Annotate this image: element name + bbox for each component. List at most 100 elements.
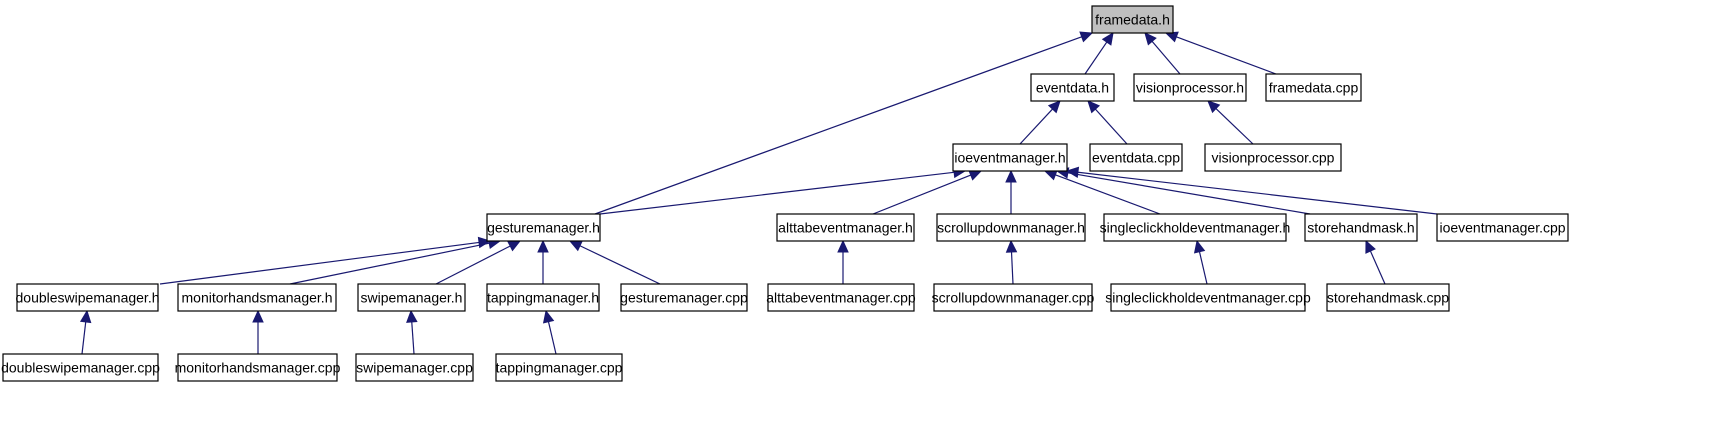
- node-monitorhandsmanager-h[interactable]: monitorhandsmanager.h: [177, 283, 337, 312]
- node-label: scrollupdownmanager.h: [937, 220, 1085, 236]
- node-box: [2, 353, 159, 382]
- node-label: singleclickholdeventmanager.cpp: [1105, 290, 1311, 306]
- node-singleclickholdeventmanager-h[interactable]: singleclickholdeventmanager.h: [1100, 213, 1291, 242]
- arrowhead-icon: [1005, 239, 1018, 253]
- node-box: [1030, 73, 1115, 102]
- node-doubleswipemanager-cpp[interactable]: doubleswipemanager.cpp: [1, 353, 160, 382]
- node-doubleswipemanager-h[interactable]: doubleswipemanager.h: [16, 283, 160, 312]
- edge-tappingmanager-h-to-gesturemanager-h: [537, 239, 549, 284]
- node-gesturemanager-cpp[interactable]: gesturemanager.cpp: [620, 283, 748, 312]
- node-tappingmanager-h[interactable]: tappingmanager.h: [486, 283, 600, 312]
- edge-swipemanager-h-to-gesturemanager-h: [435, 240, 522, 285]
- node-label: scrollupdownmanager.cpp: [932, 290, 1095, 306]
- node-label: visionprocessor.h: [1136, 80, 1244, 96]
- arrowhead-icon: [1065, 166, 1080, 179]
- node-storehandmask-cpp[interactable]: storehandmask.cpp: [1326, 283, 1450, 312]
- node-label: monitorhandsmanager.cpp: [175, 360, 341, 376]
- node-singleclickholdeventmanager-cpp[interactable]: singleclickholdeventmanager.cpp: [1105, 283, 1311, 312]
- node-label: ioeventmanager.cpp: [1439, 220, 1565, 236]
- node-scrollupdownmanager-h[interactable]: scrollupdownmanager.h: [936, 213, 1086, 242]
- node-label: tappingmanager.h: [487, 290, 599, 306]
- edge-line: [1055, 174, 1161, 215]
- node-box: [355, 353, 474, 382]
- edge-line: [599, 171, 955, 215]
- node-label: monitorhandsmanager.h: [182, 290, 333, 306]
- arrowhead-icon: [1193, 239, 1206, 254]
- nodes-layer: framedata.h eventdata.h visionprocessor.h f…: [1, 5, 1569, 382]
- edge-scrollupdownmanager-h-to-ioeventmanager-h: [1005, 169, 1017, 214]
- edge-line: [579, 245, 661, 285]
- node-label: ioeventmanager.h: [954, 150, 1065, 166]
- node-alttabeventmanager-cpp[interactable]: alttabeventmanager.cpp: [766, 283, 916, 312]
- node-ioeventmanager-h[interactable]: ioeventmanager.h: [952, 143, 1068, 172]
- arrowhead-icon: [1207, 100, 1221, 114]
- node-box: [1326, 283, 1450, 312]
- node-label: gesturemanager.cpp: [620, 290, 748, 306]
- node-eventdata-h[interactable]: eventdata.h: [1030, 73, 1115, 102]
- node-eventdata-cpp[interactable]: eventdata.cpp: [1089, 143, 1183, 172]
- edge-ioeventmanager-cpp-to-ioeventmanager-h: [1065, 166, 1438, 215]
- edge-line: [1094, 108, 1128, 145]
- edge-eventdata-cpp-to-eventdata-h: [1087, 100, 1128, 145]
- node-label: visionprocessor.cpp: [1212, 150, 1335, 166]
- node-label: framedata.h: [1095, 12, 1170, 28]
- node-label: singleclickholdeventmanager.h: [1100, 220, 1291, 236]
- edge-line: [872, 174, 972, 215]
- edge-monitorhandsmanager-cpp-to-monitorhandsmanager-h: [252, 309, 264, 354]
- node-tappingmanager-cpp[interactable]: tappingmanager.cpp: [495, 353, 623, 382]
- node-swipemanager-cpp[interactable]: swipemanager.cpp: [355, 353, 474, 382]
- arrowhead-icon: [252, 309, 264, 323]
- node-box: [486, 283, 600, 312]
- node-label: alttabeventmanager.h: [778, 220, 913, 236]
- node-label: storehandmask.h: [1307, 220, 1414, 236]
- node-alttabeventmanager-h[interactable]: alttabeventmanager.h: [776, 213, 915, 242]
- edge-line: [1010, 251, 1014, 285]
- node-gesturemanager-h[interactable]: gesturemanager.h: [486, 213, 601, 242]
- node-box: [767, 283, 915, 312]
- edge-line: [1067, 172, 1311, 215]
- node-label: swipemanager.h: [361, 290, 463, 306]
- edge-doubleswipemanager-cpp-to-doubleswipemanager-h: [79, 309, 92, 355]
- node-scrollupdownmanager-cpp[interactable]: scrollupdownmanager.cpp: [932, 283, 1095, 312]
- node-ioeventmanager-cpp[interactable]: ioeventmanager.cpp: [1436, 213, 1569, 242]
- edge-storehandmask-cpp-to-storehandmask-h: [1365, 239, 1386, 285]
- arrowhead-icon: [542, 309, 555, 324]
- node-visionprocessor-h[interactable]: visionprocessor.h: [1133, 73, 1247, 102]
- node-label: storehandmask.cpp: [1327, 290, 1449, 306]
- edge-tappingmanager-cpp-to-tappingmanager-h: [542, 309, 557, 355]
- arrowhead-icon: [1005, 169, 1017, 183]
- node-label: tappingmanager.cpp: [496, 360, 623, 376]
- arrowhead-icon: [1087, 100, 1101, 114]
- node-label: framedata.cpp: [1269, 80, 1359, 96]
- node-framedata-cpp[interactable]: framedata.cpp: [1265, 73, 1362, 102]
- edge-line: [1369, 250, 1386, 285]
- node-box: [1091, 5, 1174, 34]
- node-swipemanager-h[interactable]: swipemanager.h: [357, 283, 466, 312]
- node-box: [620, 283, 748, 312]
- node-monitorhandsmanager-cpp[interactable]: monitorhandsmanager.cpp: [175, 353, 341, 382]
- edge-singleclickholdeventmanager-cpp-to-singleclickholdeventmanager-h: [1193, 239, 1208, 285]
- edge-line: [411, 321, 415, 355]
- node-box: [1304, 213, 1418, 242]
- edge-swipemanager-cpp-to-swipemanager-h: [406, 309, 418, 355]
- edge-gesturemanager-h-to-ioeventmanager-h: [599, 166, 967, 215]
- edge-line: [159, 241, 480, 285]
- edges-layer: [79, 31, 1438, 355]
- edge-visionprocessor-h-to-framedata-h: [1144, 32, 1181, 75]
- node-label: alttabeventmanager.cpp: [766, 290, 916, 306]
- node-box: [1110, 283, 1306, 312]
- node-box: [177, 353, 338, 382]
- edge-line: [435, 245, 511, 285]
- arrowhead-icon: [837, 239, 849, 253]
- edge-line: [1151, 40, 1181, 75]
- node-label: doubleswipemanager.h: [16, 290, 160, 306]
- edge-scrollupdownmanager-cpp-to-scrollupdownmanager-h: [1005, 239, 1018, 285]
- edge-line: [1077, 171, 1438, 215]
- node-label: doubleswipemanager.cpp: [1, 360, 160, 376]
- edge-framedata-cpp-to-framedata-h: [1164, 31, 1277, 75]
- arrowhead-icon: [1101, 31, 1114, 46]
- node-box: [1133, 73, 1247, 102]
- node-storehandmask-h[interactable]: storehandmask.h: [1304, 213, 1418, 242]
- node-visionprocessor-cpp[interactable]: visionprocessor.cpp: [1204, 143, 1342, 172]
- node-box: [495, 353, 623, 382]
